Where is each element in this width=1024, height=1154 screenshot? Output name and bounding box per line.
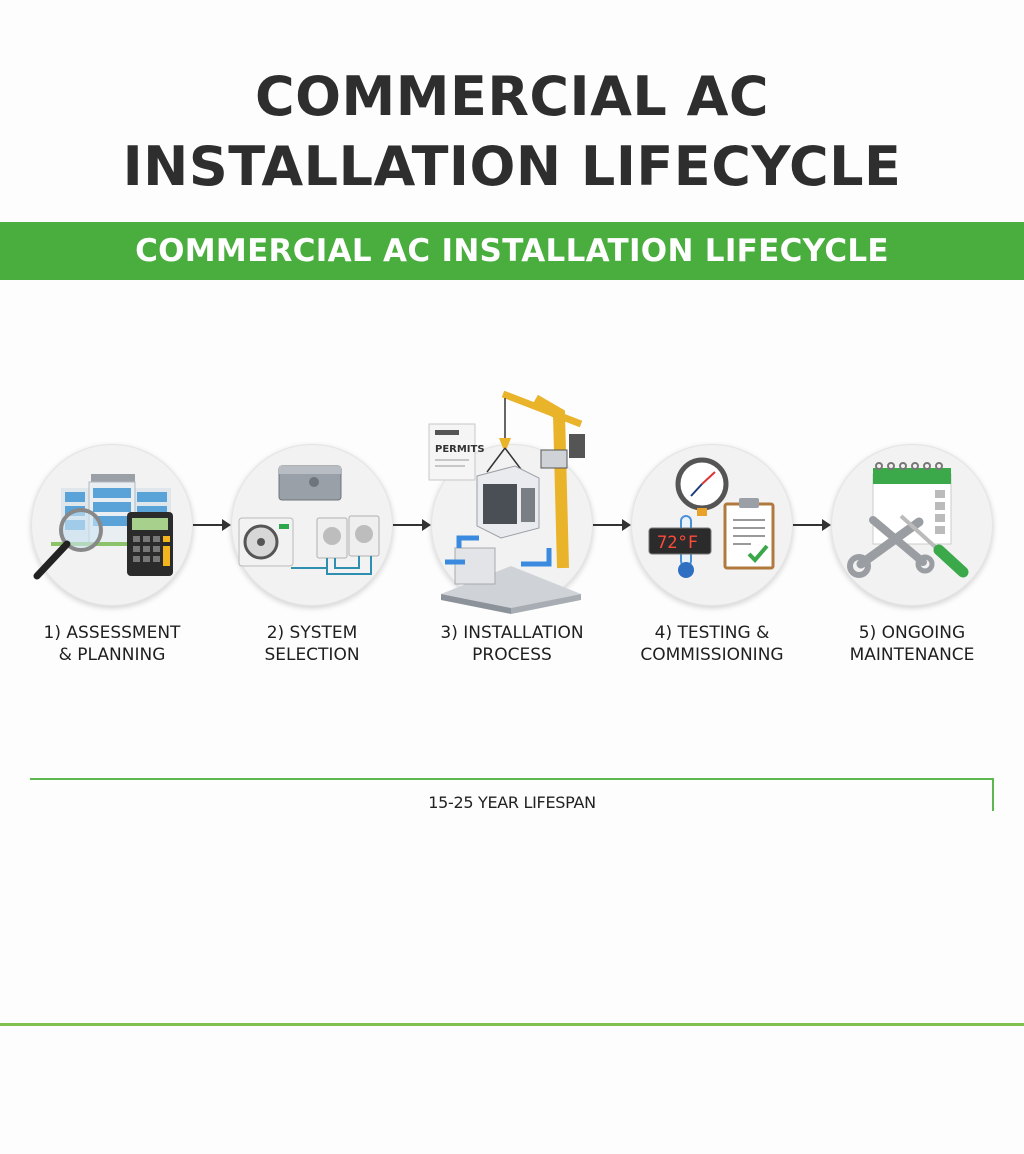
gauge-thermometer-checklist-icon: 72°F [648, 457, 775, 578]
step-5-label: 5) ONGOING MAINTENANCE [812, 622, 1012, 666]
page-title: COMMERCIAL AC INSTALLATION LIFECYCLE [0, 62, 1024, 202]
step-1-label: 1) ASSESSMENT & PLANNING [12, 622, 212, 666]
temperature-display: 72°F [657, 533, 698, 553]
title-line-1: COMMERCIAL AC [254, 65, 770, 128]
crane-permits-install-icon: PERMITS [428, 390, 585, 614]
step-2-label-line-2: SELECTION [264, 645, 360, 665]
step-5-circle [831, 444, 993, 606]
step-4-label-line-1: 4) TESTING & [654, 623, 770, 643]
step-2-label-line-1: 2) SYSTEM [266, 623, 358, 643]
lifespan-bracket-line [30, 778, 993, 780]
step-2-label: 2) SYSTEM SELECTION [212, 622, 412, 666]
arrow-2-to-3 [393, 519, 431, 531]
step-1-circle [31, 444, 193, 606]
step-5-label-line-1: 5) ONGOING [858, 623, 966, 643]
ac-units-selection-icon [238, 465, 380, 575]
step-5-label-line-2: MAINTENANCE [849, 645, 975, 665]
step-4-label-line-2: COMMISSIONING [640, 645, 784, 665]
arrow-3-to-4 [593, 519, 631, 531]
banner-text: COMMERCIAL AC INSTALLATION LIFECYCLE [135, 233, 889, 269]
step-4-label: 4) TESTING & COMMISSIONING [612, 622, 812, 666]
permits-text: PERMITS [435, 444, 485, 455]
step-3-label-line-2: PROCESS [472, 645, 552, 665]
building-magnifier-calculator-icon [33, 474, 173, 580]
title-line-2: INSTALLATION LIFECYCLE [122, 135, 902, 198]
step-1-label-line-1: 1) ASSESSMENT [43, 623, 181, 643]
lifespan-label: 15-25 YEAR LIFESPAN [428, 793, 596, 812]
step-2-circle [231, 444, 393, 606]
calendar-tools-icon [847, 462, 969, 578]
footer-divider [0, 1023, 1024, 1026]
step-1-label-line-2: & PLANNING [58, 645, 166, 665]
step-3-label: 3) INSTALLATION PROCESS [412, 622, 612, 666]
title-banner: COMMERCIAL AC INSTALLATION LIFECYCLE [0, 222, 1024, 280]
arrow-4-to-5 [793, 519, 831, 531]
step-3-circle: PERMITS [428, 390, 593, 614]
arrow-1-to-2 [193, 519, 231, 531]
lifespan-bracket-end [992, 778, 994, 811]
step-3-label-line-1: 3) INSTALLATION [440, 623, 584, 643]
step-4-circle: 72°F [631, 444, 793, 606]
